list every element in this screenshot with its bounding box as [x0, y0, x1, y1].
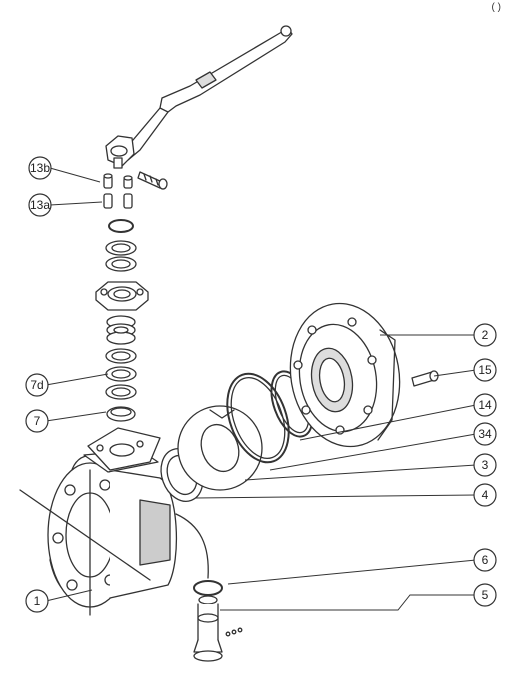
callout-3: 3	[473, 453, 497, 477]
callout-label: 6	[482, 553, 489, 567]
gland-flange	[95, 281, 149, 311]
end-flange-2	[289, 302, 401, 448]
lever-handle	[105, 25, 293, 169]
callout-5: 5	[473, 583, 497, 607]
callout-label: 2	[482, 328, 489, 342]
callout-circle	[28, 193, 52, 217]
callout-circle	[28, 156, 52, 180]
callout-label: 4	[482, 488, 489, 502]
corner-note: ( )	[491, 2, 501, 13]
callout-circle	[473, 393, 497, 417]
callout-14: 14	[473, 393, 497, 417]
callout-label: 1	[34, 594, 41, 608]
callout-circle	[473, 548, 497, 572]
callout-4: 4	[473, 483, 497, 507]
callout-label: 13a	[30, 198, 50, 212]
callout-label: 13b	[30, 161, 50, 175]
callout-label: 14	[478, 398, 492, 412]
callout-15: 15	[473, 358, 497, 382]
callout-6: 6	[473, 548, 497, 572]
callout-circle	[473, 483, 497, 507]
gland-bolt	[137, 171, 168, 190]
callout-circle	[25, 409, 49, 433]
callout-circle	[473, 583, 497, 607]
stud-bolts-13	[103, 173, 133, 209]
bolt-15	[411, 370, 439, 387]
stem-5	[193, 580, 243, 662]
callout-circle	[473, 358, 497, 382]
callout-7: 7	[25, 409, 49, 433]
callout-label: 5	[482, 588, 489, 602]
callout-circle	[473, 453, 497, 477]
callout-1: 1	[25, 589, 49, 613]
callout-label: 34	[478, 427, 492, 441]
leader-lines	[45, 167, 477, 611]
callout-circle	[473, 323, 497, 347]
callout-2: 2	[473, 323, 497, 347]
callout-circle	[473, 422, 497, 446]
callout-circle	[25, 589, 49, 613]
callout-13b: 13b	[28, 156, 52, 180]
stem-ring-stack	[105, 219, 137, 272]
spring-wire	[175, 513, 209, 579]
callout-label: 15	[478, 363, 492, 377]
callout-34: 34	[473, 422, 497, 446]
callout-circle	[25, 373, 49, 397]
valve-body	[19, 427, 178, 616]
ball-3	[177, 405, 263, 491]
callout-label: 7d	[30, 378, 43, 392]
callout-7d: 7d	[25, 373, 49, 397]
packing-rings	[105, 315, 137, 422]
callout-label: 7	[34, 414, 41, 428]
callout-label: 3	[482, 458, 489, 472]
callout-13a: 13a	[28, 193, 52, 217]
